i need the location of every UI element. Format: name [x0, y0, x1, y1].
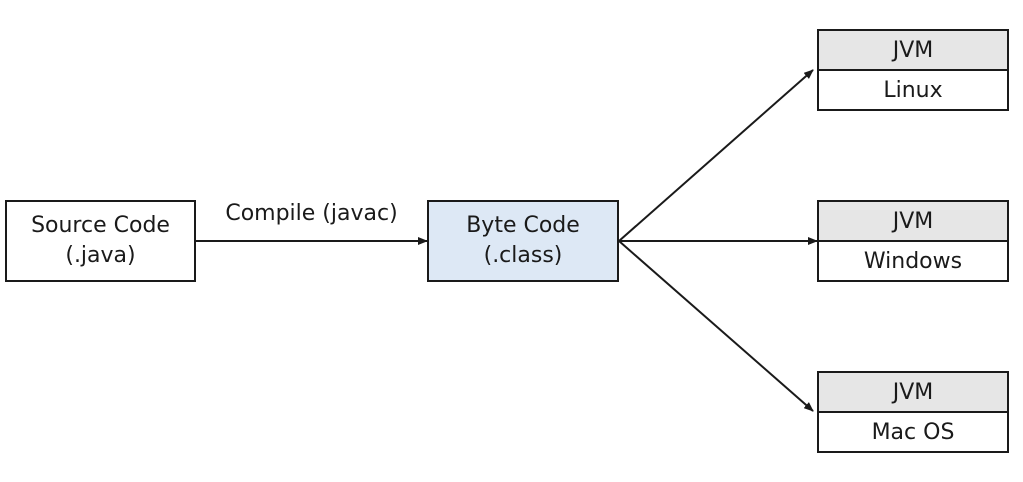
arrow-to-linux — [618, 69, 814, 242]
jvm-label-linux: JVM — [819, 31, 1007, 71]
platform-linux: JVM Linux — [817, 29, 1009, 111]
jvm-label-macos: JVM — [819, 373, 1007, 413]
byte-code-box: Byte Code (.class) — [427, 200, 619, 282]
compile-label: Compile (javac) — [225, 201, 398, 226]
jvm-label-windows: JVM — [819, 202, 1007, 242]
platform-windows: JVM Windows — [817, 200, 1009, 282]
source-code-box: Source Code (.java) — [5, 200, 196, 282]
source-code-extension: (.java) — [65, 243, 136, 268]
os-label-windows: Windows — [819, 242, 1007, 280]
platform-macos: JVM Mac OS — [817, 371, 1009, 453]
arrow-to-macos — [618, 240, 814, 412]
source-code-label: Source Code — [31, 213, 170, 238]
os-label-macos: Mac OS — [819, 413, 1007, 451]
byte-code-label: Byte Code — [466, 213, 580, 238]
os-label-linux: Linux — [819, 71, 1007, 109]
byte-code-extension: (.class) — [483, 243, 563, 268]
